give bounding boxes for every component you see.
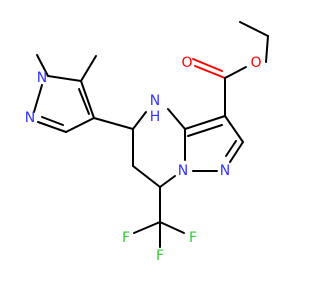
atom-o-ester: O — [250, 55, 261, 71]
bond-c7-n8 — [159, 175, 176, 188]
bond-n2-n1 — [33, 84, 43, 113]
atom-f-right: F — [189, 230, 197, 246]
bond-ch2-ch3 — [239, 21, 269, 37]
bond-c2-n1 — [229, 141, 244, 163]
bond-nh-c3a — [167, 108, 186, 130]
bond-c5-methyl — [80, 55, 97, 82]
atom-f-bottom: F — [156, 248, 164, 264]
bond-methyl-n — [36, 54, 49, 77]
bond-cf3-f-right — [159, 221, 185, 234]
bond-carbonyl-oester — [224, 66, 247, 79]
bond-c5-nh — [132, 111, 147, 130]
bond-carbonyl-o — [194, 65, 226, 79]
atom-nh-ring-h: H — [150, 109, 161, 125]
bond-c3-n2-double — [41, 116, 64, 126]
bond-c3-n2 — [37, 121, 67, 133]
bond-oester-ch2 — [265, 35, 269, 63]
bond-c5-c4-double — [78, 88, 90, 115]
bond-c4-c3 — [65, 117, 95, 133]
molecule-canvas: N N N H O O N N F F F — [25, 21, 269, 264]
bond-c2-n1-double — [225, 140, 237, 157]
bond-c3a-c3 — [184, 115, 226, 130]
atom-o-carbonyl: O — [181, 55, 192, 71]
atom-n-bridge: N — [178, 163, 188, 179]
atom-n-methyl-pyrazole: N — [37, 70, 47, 86]
bond-n-c5 — [47, 75, 82, 82]
bond-pyrazolyl-ring — [93, 117, 134, 130]
atom-label-layer: N N N H O O N N F F F — [25, 55, 262, 264]
atom-n-pyrazole-right: N — [220, 163, 230, 179]
atom-n-pyrazole-top: N — [25, 110, 35, 126]
bond-c5-c4 — [80, 80, 95, 119]
bond-layer — [33, 21, 269, 248]
atom-f-left: F — [122, 230, 130, 246]
bond-carbonyl-o-double — [192, 58, 223, 72]
atom-nh-ring-n: N — [150, 93, 160, 109]
bond-c3a-c3-double — [187, 124, 223, 137]
bond-c3-c2 — [224, 115, 244, 143]
bond-cf3-f-left — [133, 221, 161, 234]
bond-c6-c7 — [132, 165, 161, 188]
chemical-structure: N N N H O O N N F F F — [25, 21, 269, 264]
